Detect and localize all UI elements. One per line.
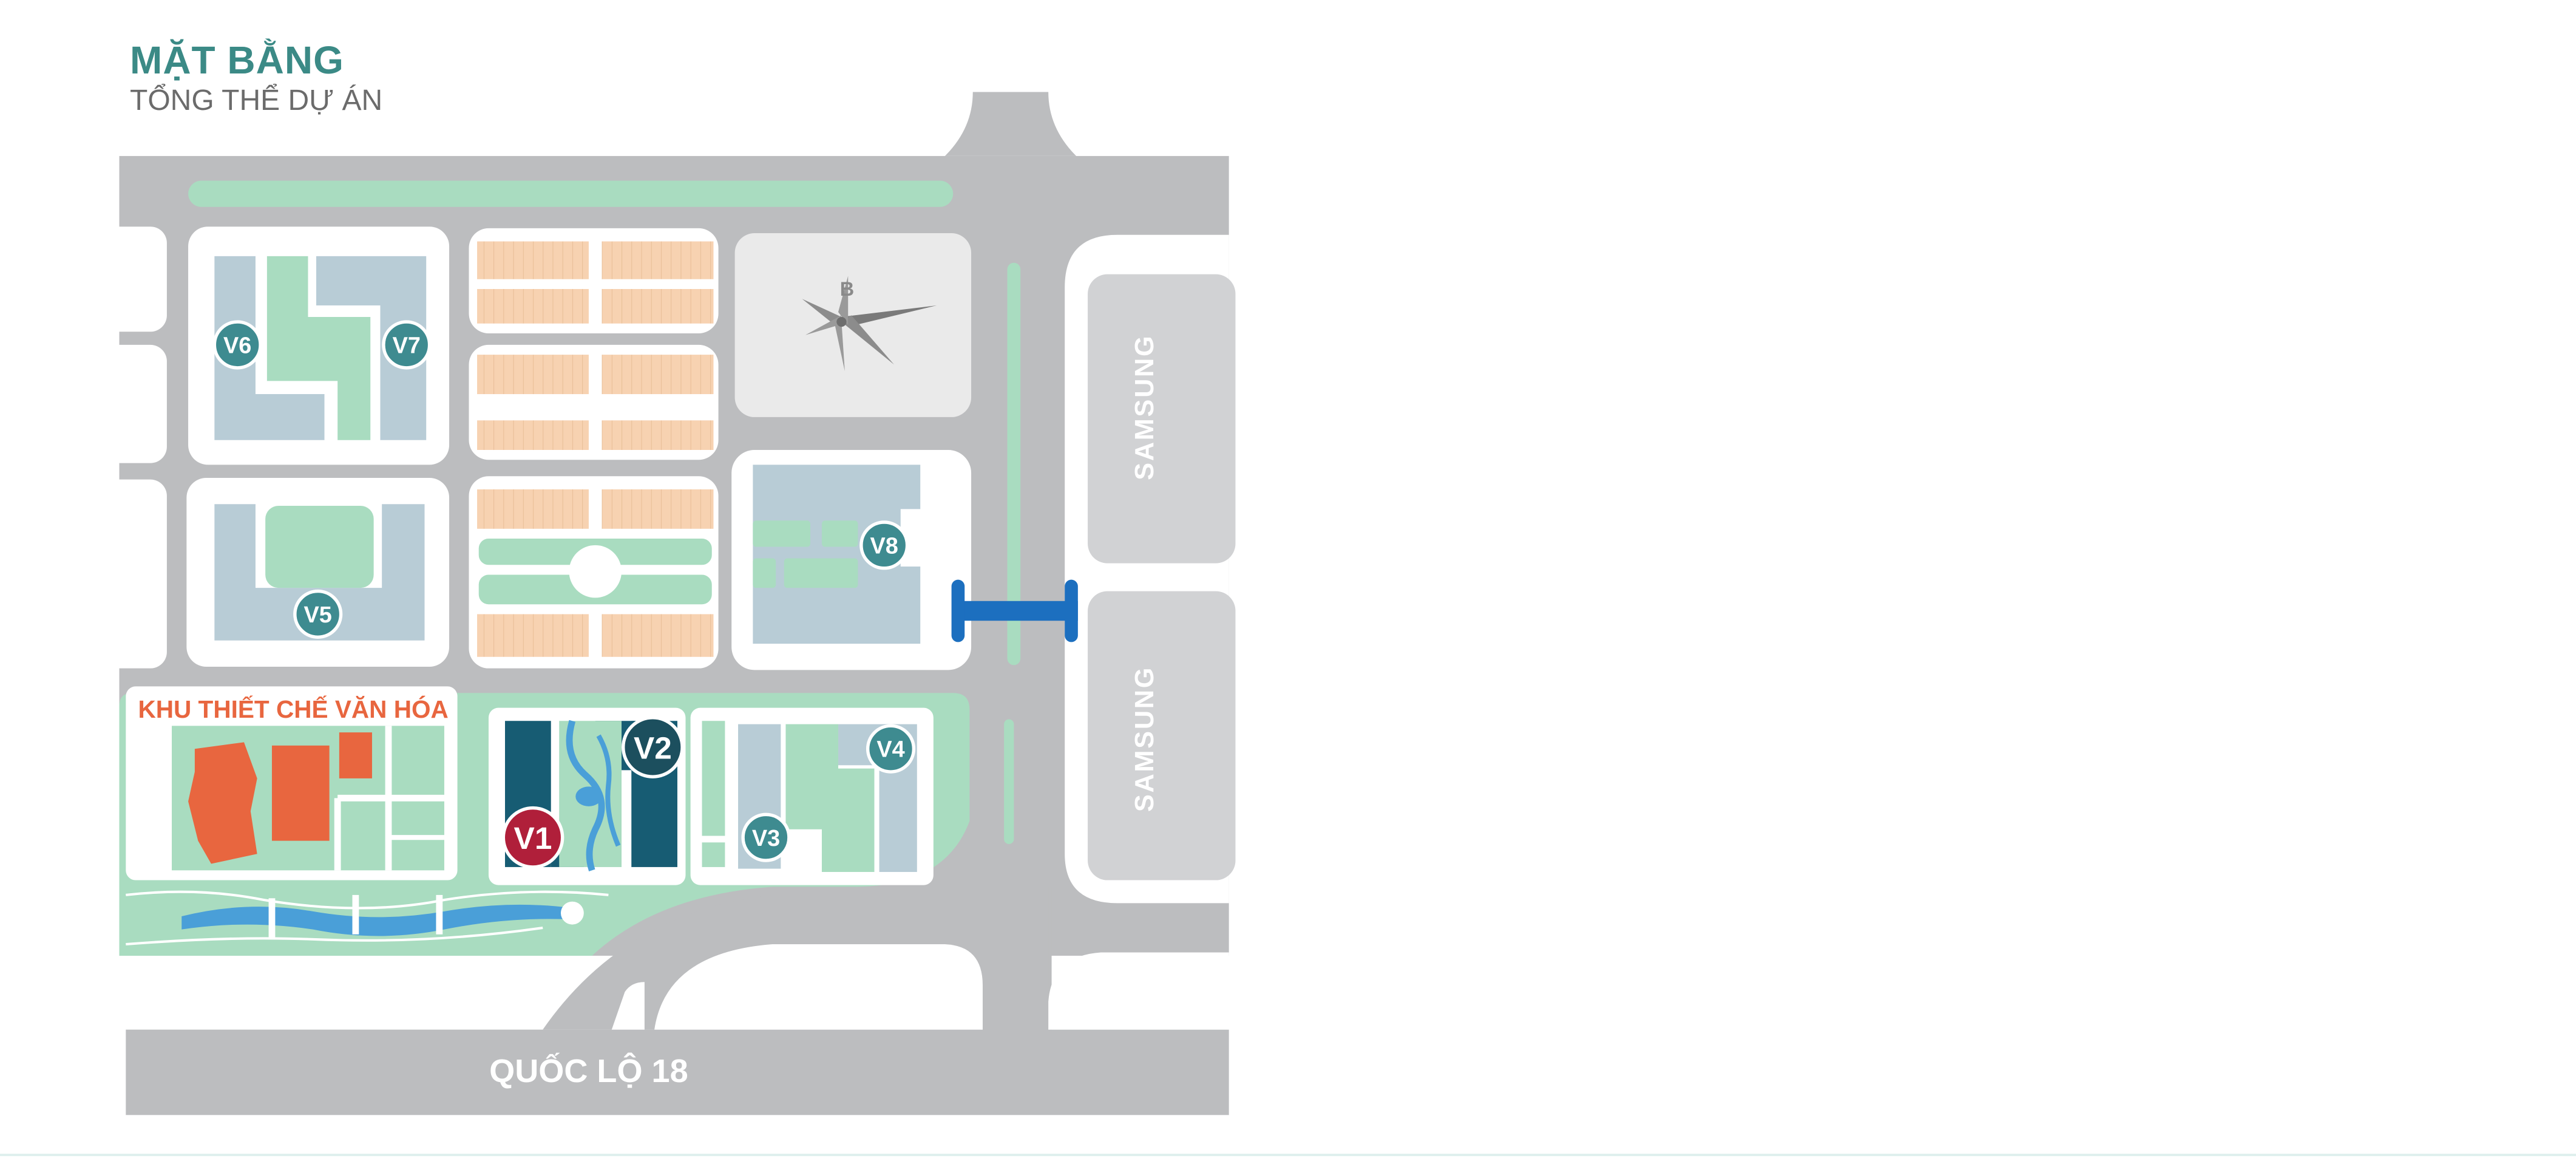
compass-north-label: B [840, 278, 854, 300]
culture-building-1 [188, 742, 257, 864]
north-greenway [188, 180, 954, 207]
green-courtyard-v5 [265, 505, 374, 588]
north-road [944, 92, 1077, 156]
west-edge-mask [1, 155, 120, 978]
marker-v7-label: V7 [393, 333, 421, 358]
east-greenway-upper [1007, 262, 1021, 666]
block-v6-v7 [188, 226, 450, 465]
marker-v1[interactable]: V1 [501, 806, 564, 869]
culture-building-3 [339, 732, 372, 778]
island-right [1048, 952, 1229, 1030]
building-v7 [316, 256, 427, 440]
marker-v6-label: V6 [223, 333, 251, 358]
river-bridge-3 [436, 894, 443, 935]
marker-v3-label: V3 [752, 826, 780, 851]
marker-v5-label: V5 [304, 602, 332, 628]
island-center [654, 944, 983, 1030]
samsung-label-top: SAMSUNG [1130, 335, 1159, 480]
bottom-divider [0, 1154, 2576, 1156]
culture-zone-label: KHU THIẾT CHẾ VĂN HÓA [138, 695, 448, 723]
marker-v4-label: V4 [876, 737, 904, 763]
highway-label: QUỐC LỘ 18 [489, 1052, 688, 1089]
building-v5 [214, 504, 425, 641]
marker-v8-label: V8 [870, 533, 898, 559]
national-highway-18 [126, 1029, 1229, 1115]
page-subtitle: TỔNG THỂ DỰ ÁN [130, 84, 383, 117]
marker-v6[interactable]: V6 [212, 320, 262, 370]
central-roundabout [569, 545, 622, 598]
island-left [611, 982, 645, 1030]
park-river [126, 890, 609, 946]
building-v8 [753, 465, 921, 644]
marker-v1-label: V1 [514, 820, 552, 856]
townhouse-block-3 [469, 476, 719, 669]
page-title: MẶT BẰNG [130, 38, 344, 82]
culture-building-2 [271, 745, 330, 841]
compass-rose-icon [802, 276, 937, 372]
vertical-access-road [982, 887, 1049, 1035]
culture-label-bg [132, 688, 455, 724]
samsung-block-top [1088, 274, 1236, 563]
east-greenway-lower [1004, 719, 1014, 845]
west-block-2 [100, 344, 167, 463]
marker-v3[interactable]: V3 [741, 812, 791, 862]
west-block-1 [100, 226, 167, 332]
marker-v2[interactable]: V2 [622, 716, 684, 778]
green-strip-v3 [702, 721, 725, 836]
west-block-3 [100, 479, 167, 669]
samsung-zone: SAMSUNG SAMSUNG [1065, 234, 1236, 904]
pedestrian-bridge [951, 579, 1078, 642]
river-pond [560, 901, 584, 925]
river-bridge-1 [268, 898, 276, 938]
marker-v4[interactable]: V4 [866, 724, 916, 774]
river-water [181, 904, 576, 936]
culture-zone-block [126, 686, 458, 880]
river-bridge-2 [352, 894, 359, 935]
marker-v2-label: V2 [634, 730, 672, 765]
compass-block: B [734, 233, 972, 417]
townhouse-block-2 [469, 344, 719, 460]
road-islands [1, 155, 1229, 1030]
marker-v7[interactable]: V7 [382, 320, 432, 370]
marker-v5[interactable]: V5 [293, 589, 343, 639]
marker-v8[interactable]: V8 [859, 520, 909, 570]
green-courtyard-v6-v7 [266, 256, 371, 440]
block-v5 [186, 477, 450, 667]
samsung-label-bottom: SAMSUNG [1130, 666, 1159, 812]
block-v8 [731, 450, 972, 670]
townhouse-block-1 [469, 228, 719, 333]
title-block: MẶT BẰNG TỔNG THỂ DỰ ÁN [130, 39, 382, 117]
green-courtyard-v3-v4 [785, 724, 875, 873]
samsung-block-bottom [1088, 591, 1236, 880]
